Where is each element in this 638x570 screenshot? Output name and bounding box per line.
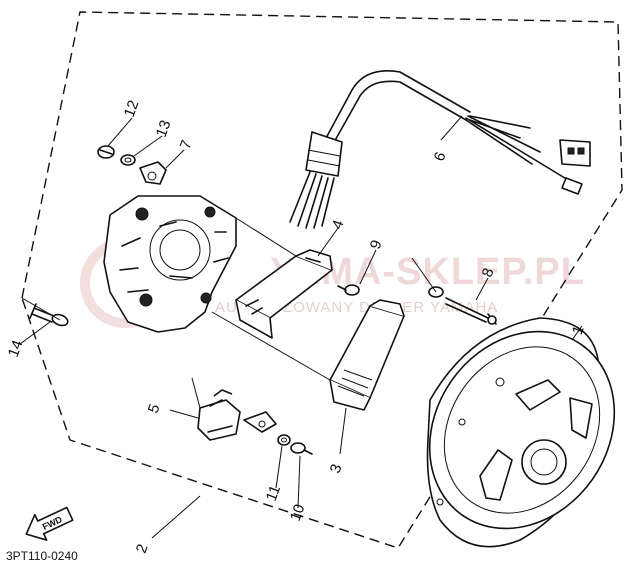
wire-harness-6 <box>289 70 591 229</box>
callout-14: 14 <box>5 338 27 359</box>
washer-13 <box>120 154 136 166</box>
leader-3-dash <box>211 311 331 381</box>
washer-11 <box>277 434 291 446</box>
pickup-coil-4 <box>235 249 333 339</box>
callout-6: 6 <box>431 150 450 164</box>
callout-7: 7 <box>177 138 196 152</box>
forward-arrow-icon: FWD <box>25 506 74 541</box>
callout-11: 11 <box>263 483 284 503</box>
callout-10: 10 <box>287 502 309 523</box>
leader-8-dash <box>411 257 437 293</box>
leader-5-dash <box>191 377 201 409</box>
callout-13: 13 <box>153 118 175 139</box>
callout-12: 12 <box>121 98 143 119</box>
stator-base-plate <box>103 195 237 333</box>
screw-12 <box>97 145 115 159</box>
bracket <box>243 411 277 433</box>
callout-5: 5 <box>145 402 164 416</box>
charge-coil-3 <box>329 299 405 411</box>
screw-14 <box>29 303 69 327</box>
leader-4-dash <box>235 217 297 257</box>
callouts: 1 2 3 4 5 6 7 8 9 10 11 12 13 14 <box>5 98 588 555</box>
wire-clamp-7 <box>139 161 167 185</box>
callout-4: 4 <box>329 218 348 232</box>
callout-3: 3 <box>327 462 346 476</box>
flywheel-rotor-1 <box>426 317 616 548</box>
assembly-boundary <box>21 11 623 549</box>
pulser-coil-5 <box>197 389 241 441</box>
callout-2: 2 <box>133 542 152 556</box>
leader-14-dash <box>21 297 61 321</box>
screw-10 <box>290 442 313 455</box>
screw-9 <box>337 284 360 296</box>
reference-code: 3PT110-0240 <box>6 549 78 563</box>
callout-9: 9 <box>367 238 386 252</box>
leader-lines <box>19 115 583 539</box>
